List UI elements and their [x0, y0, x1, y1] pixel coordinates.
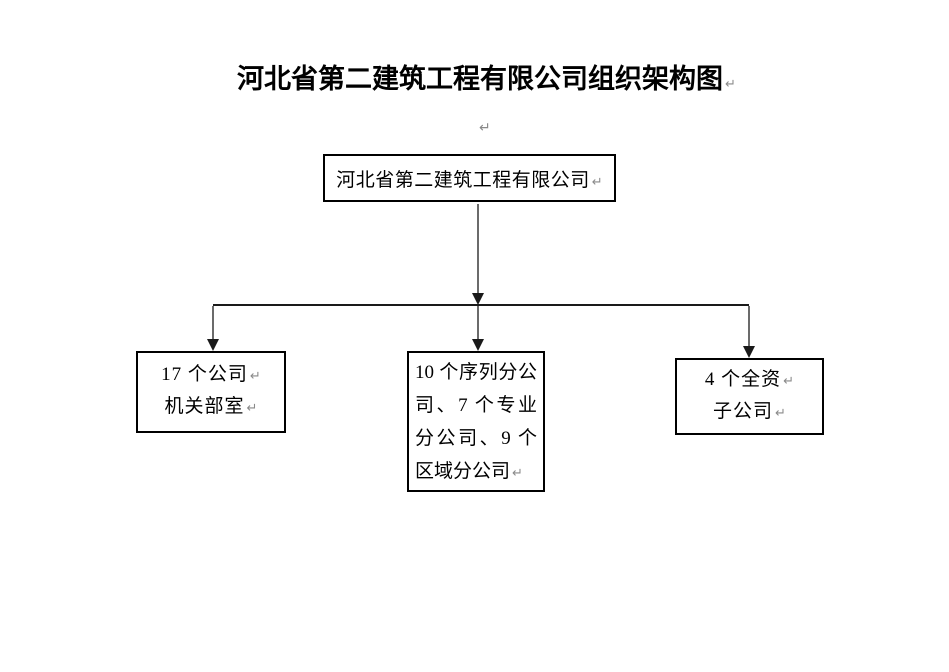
org-box-text: 4 个全资: [704, 368, 782, 390]
paragraph-return-mark: ↵: [783, 373, 795, 389]
chart-title: 河北省第二建筑工程有限公司组织架构图↵: [237, 62, 736, 102]
arrowhead-left-icon: [207, 339, 219, 351]
paragraph-return-mark: ↵: [725, 77, 736, 92]
org-box-line: 分公司、9 个: [415, 422, 537, 455]
org-box-line: 机关部室↵: [138, 392, 284, 424]
arrowhead-right-icon: [743, 346, 755, 358]
org-box-company-departments: 17 个公司↵ 机关部室↵: [136, 351, 286, 433]
org-box-text: 子公司: [713, 400, 774, 422]
org-box-line: 17 个公司↵: [138, 360, 284, 392]
arrowhead-middle-icon: [472, 339, 484, 351]
org-box-root: 河北省第二建筑工程有限公司↵: [323, 154, 616, 202]
arrowhead-root-icon: [472, 293, 484, 305]
org-box-line: 4 个全资↵: [677, 365, 822, 397]
org-box-text: 司、7 个专业: [415, 395, 537, 416]
org-box-root-text: 河北省第二建筑工程有限公司: [336, 169, 590, 191]
org-box-text: 分公司、9 个: [415, 428, 537, 449]
org-box-text: 机关部室: [164, 396, 245, 417]
org-box-line: 司、7 个专业: [415, 389, 537, 422]
paragraph-return-mark: ↵: [775, 405, 786, 421]
org-box-line: 区域分公司↵: [415, 455, 537, 490]
org-box-root-line: 河北省第二建筑工程有限公司↵: [336, 165, 602, 192]
paragraph-return-mark: ↵: [512, 466, 523, 481]
org-box-line: 子公司↵: [677, 397, 822, 429]
paragraph-return-mark: ↵: [246, 401, 258, 416]
org-box-text: 10 个序列分公: [415, 362, 537, 383]
org-box-branch-companies: 10 个序列分公 司、7 个专业 分公司、9 个 区域分公司↵: [407, 351, 545, 492]
org-box-line: 10 个序列分公: [415, 356, 537, 389]
paragraph-return-mark: ↵: [591, 174, 603, 190]
empty-paragraph-return-mark: ↵: [479, 120, 491, 136]
chart-title-text: 河北省第二建筑工程有限公司组织架构图: [237, 64, 723, 94]
org-box-subsidiaries: 4 个全资↵ 子公司↵: [675, 358, 824, 435]
paragraph-return-mark: ↵: [249, 369, 261, 384]
org-box-text: 17 个公司: [161, 364, 248, 385]
org-box-text: 区域分公司: [415, 461, 511, 482]
